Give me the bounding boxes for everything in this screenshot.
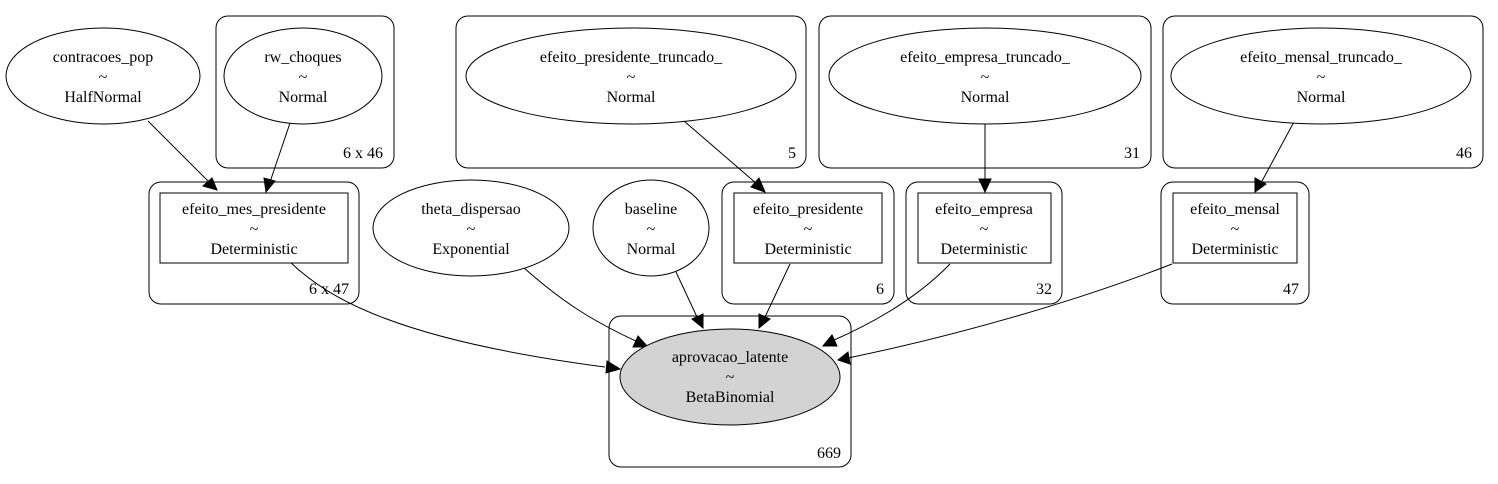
node-tilde: ~ (99, 69, 108, 86)
edges (147, 119, 1296, 374)
node-shape (828, 27, 1142, 125)
edge-efeito-mensal-truncado-to-efeito-mensal (1254, 119, 1296, 193)
plate-frame (1160, 181, 1310, 305)
plate-label: 46 (1456, 145, 1472, 162)
plate-label: 47 (1283, 281, 1299, 298)
node-name: efeito_mensal (1190, 201, 1280, 218)
plate-label: 32 (1036, 281, 1052, 298)
node-tilde: ~ (1231, 221, 1240, 238)
edge-efeito-mes-presidente-to-aprovacao-latente (289, 261, 622, 374)
node-name: efeito_empresa (935, 201, 1033, 218)
node-baseline: baseline ~ Normal (592, 179, 710, 277)
node-efeito-mensal: efeito_mensal ~ Deterministic (1172, 192, 1298, 264)
node-shape (159, 192, 349, 264)
node-name: efeito_empresa_truncado_ (900, 49, 1071, 66)
node-name: efeito_presidente (753, 201, 863, 218)
node-tilde: ~ (467, 221, 476, 238)
edge-efeito-empresa-truncado-to-efeito-empresa (978, 124, 992, 194)
node-efeito-presidente: efeito_presidente ~ Deterministic (733, 192, 883, 264)
node-efeito-presidente-truncado: efeito_presidente_truncado_ ~ Normal (465, 27, 797, 125)
node-dist: Exponential (432, 241, 510, 258)
node-tilde: ~ (726, 369, 735, 386)
node-dist: Normal (607, 89, 656, 106)
plate-frame (1162, 15, 1484, 169)
plate-efeito-presidente: 6 (721, 181, 895, 305)
node-tilde: ~ (627, 69, 636, 86)
plate-label: 6 (876, 281, 884, 298)
node-shape (223, 27, 383, 125)
node-shape (1172, 192, 1298, 264)
node-tilde: ~ (1317, 69, 1326, 86)
node-tilde: ~ (299, 69, 308, 86)
plate-label: 6 x 47 (309, 281, 349, 298)
plate-label: 6 x 46 (343, 145, 383, 162)
node-dist: Normal (961, 89, 1010, 106)
node-rw-choques: rw_choques ~ Normal (223, 27, 383, 125)
plate-rw-choques: 6 x 46 (215, 15, 395, 169)
node-dist: Normal (279, 89, 328, 106)
node-shape (619, 328, 841, 426)
node-shape (917, 192, 1052, 264)
node-aprovacao-latente: aprovacao_latente ~ BetaBinomial (619, 328, 841, 426)
node-shape (5, 27, 201, 125)
plate-efeito-mensal: 47 (1160, 181, 1310, 305)
node-tilde: ~ (250, 221, 259, 238)
edge-contracoes-pop-to-efeito-mes-presidente (147, 120, 218, 191)
edge-baseline-to-aprovacao-latente (675, 271, 704, 330)
plate-frame (608, 315, 852, 468)
node-shape (372, 179, 570, 277)
plate-frame (148, 181, 360, 305)
node-tilde: ~ (980, 221, 989, 238)
node-name: theta_dispersao (421, 201, 521, 218)
node-tilde: ~ (804, 221, 813, 238)
node-tilde: ~ (647, 221, 656, 238)
node-dist: Normal (627, 241, 676, 258)
plate-efeito-presidente-truncado: 5 (455, 15, 807, 169)
edge-efeito-empresa-to-aprovacao-latente (821, 263, 951, 347)
node-name: rw_choques (264, 49, 341, 66)
node-contracoes-pop: contracoes_pop ~ HalfNormal (5, 27, 201, 125)
node-dist: Deterministic (210, 241, 297, 258)
node-name: contracoes_pop (53, 49, 153, 66)
node-dist: Deterministic (1191, 241, 1278, 258)
node-efeito-mes-presidente: efeito_mes_presidente ~ Deterministic (159, 192, 349, 264)
edge-theta-dispersao-to-aprovacao-latente (522, 266, 650, 348)
plate-aprovacao-latente: 669 (608, 315, 852, 468)
node-shape (465, 27, 797, 125)
node-name: efeito_presidente_truncado_ (540, 49, 723, 66)
node-shape (733, 192, 883, 264)
edge-efeito-presidente-to-aprovacao-latente (758, 263, 791, 330)
node-name: aprovacao_latente (672, 349, 788, 366)
node-efeito-mensal-truncado: efeito_mensal_truncado_ ~ Normal (1170, 27, 1472, 125)
node-shape (1170, 27, 1472, 125)
node-dist: Deterministic (764, 241, 851, 258)
plate-label: 669 (817, 445, 841, 462)
node-tilde: ~ (981, 69, 990, 86)
plate-efeito-mensal-truncado: 46 (1162, 15, 1484, 169)
edge-rw-choques-to-efeito-mes-presidente (263, 122, 291, 194)
node-theta-dispersao: theta_dispersao ~ Exponential (372, 179, 570, 277)
node-dist: Normal (1297, 89, 1346, 106)
node-name: baseline (625, 201, 677, 218)
edge-efeito-presidente-truncado-to-efeito-presidente (683, 120, 766, 193)
node-dist: Deterministic (940, 241, 1027, 258)
node-name: efeito_mes_presidente (182, 201, 326, 218)
node-dist: HalfNormal (64, 89, 142, 106)
node-shape (592, 179, 710, 277)
plate-label: 5 (788, 145, 796, 162)
node-efeito-empresa: efeito_empresa ~ Deterministic (917, 192, 1052, 264)
node-dist: BetaBinomial (686, 389, 775, 406)
plate-frame (721, 181, 895, 305)
edge-efeito-mensal-to-aprovacao-latente (836, 263, 1173, 365)
node-name: efeito_mensal_truncado_ (1240, 49, 1403, 66)
plate-label: 31 (1124, 145, 1140, 162)
plate-frame (455, 15, 807, 169)
node-efeito-empresa-truncado: efeito_empresa_truncado_ ~ Normal (828, 27, 1142, 125)
plate-frame (215, 15, 395, 169)
